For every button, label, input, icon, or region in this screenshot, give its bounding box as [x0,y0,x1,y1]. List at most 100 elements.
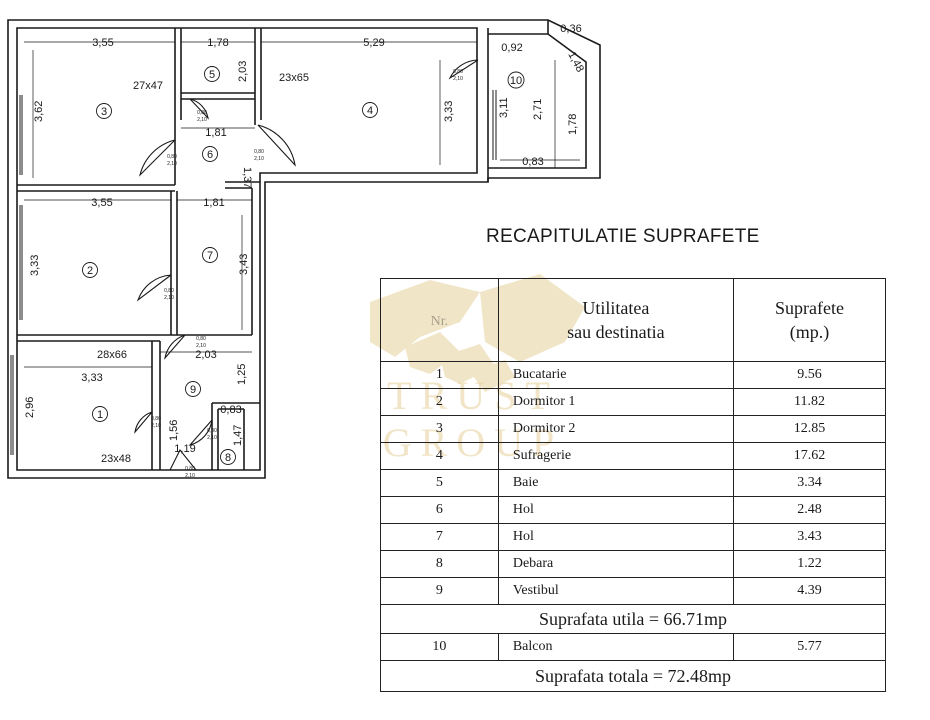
row-name: Dormitor 2 [497,415,734,443]
row-area: 17.62 [732,442,887,470]
table-row: 4 Sufragerie 17.62 [380,442,887,470]
row-name: Dormitor 1 [497,388,734,416]
dim-balcony-right: 1,78 [567,114,579,135]
row-area: 3.43 [732,523,887,551]
svg-text:2,10: 2,10 [151,423,161,429]
dim-balcony-diag: 1,48 [565,50,586,75]
row-nr: 10 [380,633,499,661]
dim-room7-width: 1,81 [203,197,224,209]
row-name: Baie [497,469,734,497]
dim-room4-width: 5,29 [363,37,384,49]
header-col3-line1: Suprafete [774,298,844,318]
row-name: Debara [497,550,734,578]
row-name: Hol [497,523,734,551]
room-number-2: 2 [87,265,93,277]
table-row: 9 Vestibul 4.39 [380,577,887,605]
svg-text:2,10: 2,10 [197,117,207,123]
dim-balcony-left: 3,11 [498,97,510,118]
opening-room1: 23x48 [101,453,131,465]
door-size-labels: 0,80 2,10 0,80 2,10 0,80 2,10 0,80 2,10 … [151,69,463,479]
door-entrance [169,448,197,471]
balcony-outline [488,33,587,169]
room-number-3: 3 [101,106,107,118]
door-room10 [448,59,479,80]
dim-entrance: 1,19 [174,443,195,455]
row-area: 11.82 [732,388,887,416]
dim-balcony-mid: 2,71 [532,99,544,120]
row-nr: 5 [380,469,499,497]
door-room6 [138,139,176,177]
door-size-room1: 0,80 [151,416,161,422]
dim-room7-height: 3,43 [238,254,250,275]
row-area: 4.39 [732,577,887,605]
suprafata-totala-row: Suprafata totala = 72.48mp [380,660,886,692]
room-number-6: 6 [207,149,213,161]
header-col2-line2: sau destinatia [567,322,665,342]
door-size-debara: 0,80 [207,428,217,434]
table-row: 3 Dormitor 2 12.85 [380,415,887,443]
svg-text:2,10: 2,10 [254,156,264,162]
room-number-4: 4 [367,105,373,117]
row-area: 1.22 [732,550,887,578]
table-row-balcon: 10 Balcon 5.77 [380,633,887,661]
table-row: 1 Bucatarie 9.56 [380,361,887,389]
dim-balcony-corner: 0,36 [560,23,581,35]
dim-debara-width: 0,83 [220,404,241,416]
door-room4 [257,124,296,167]
dim-room3-height: 3,62 [33,101,45,122]
row-name: Vestibul [497,577,734,605]
svg-text:2,10: 2,10 [185,473,195,479]
opening-room3: 27x47 [133,80,163,92]
table-row: 8 Debara 1.22 [380,550,887,578]
dim-room1-opening: 28x66 [97,349,127,361]
row-name: Bucatarie [497,361,734,389]
table-row: 7 Hol 3.43 [380,523,887,551]
dim-balcony-top: 0,92 [501,42,522,54]
room-number-7: 7 [207,250,213,262]
dim-room5-width: 1,78 [207,37,228,49]
room-number-9: 9 [190,384,196,396]
svg-text:2,10: 2,10 [167,161,177,167]
opening-room4: 23x65 [279,72,309,84]
dim-room1-height: 2,96 [24,397,36,418]
header-nr: Nr. [380,278,499,362]
row-nr: 2 [380,388,499,416]
row-name: Hol [497,496,734,524]
row-area: 2.48 [732,496,887,524]
row-area: 9.56 [732,361,887,389]
row-name: Balcon [497,633,734,661]
door-room5 [189,98,209,120]
row-nr: 4 [380,442,499,470]
suprafata-utila-row: Suprafata utila = 66.71mp [380,604,886,634]
row-nr: 7 [380,523,499,551]
suprafata-totala: Suprafata totala = 72.48mp [380,660,886,692]
dim-room5-height: 2,03 [237,61,249,82]
dim-balcony-bottom: 0,83 [522,156,543,168]
recap-table: Nr. Utilitatea sau destinatia Suprafete … [380,278,887,692]
door-size-balcony: 0,80 [453,69,463,75]
door-size-room5: 0,80 [197,110,207,116]
row-area: 12.85 [732,415,887,443]
door-room9 [164,334,186,360]
dim-room6-height: 1,37 [241,167,253,188]
header-col3-line2: (mp.) [789,322,830,342]
row-nr: 6 [380,496,499,524]
row-nr: 9 [380,577,499,605]
header-nr-label: Nr. [430,313,449,329]
door-size-room6: 0,80 [167,154,177,160]
suprafata-utila: Suprafata utila = 66.71mp [380,604,886,634]
room-markers: 1 2 3 4 5 6 7 8 9 10 [82,66,525,465]
row-name: Sufragerie [497,442,734,470]
svg-text:2,10: 2,10 [453,76,463,82]
header-suprafete: Suprafete (mp.) [732,278,887,362]
row-nr: 1 [380,361,499,389]
row-nr: 8 [380,550,499,578]
door-size-room4: 0,80 [254,149,264,155]
door-size-entrance: 0,80 [185,466,195,472]
dim-vestibul-left: 1,56 [168,420,180,441]
room-number-1: 1 [97,409,103,421]
svg-text:2,10: 2,10 [164,295,174,301]
row-area: 3.34 [732,469,887,497]
dim-room2-height: 3,33 [29,255,41,276]
